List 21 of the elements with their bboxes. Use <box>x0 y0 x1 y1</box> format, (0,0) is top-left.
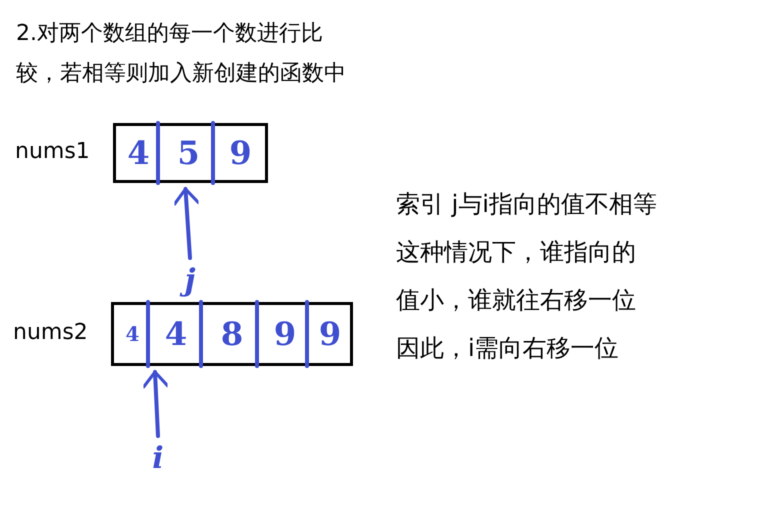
explanation-text: 值小，谁就往右移一位 <box>396 285 636 316</box>
array-box <box>111 302 353 366</box>
heading: 2.对两个数组的每一个数进行比较，若相等则加入新创建的函数中 <box>16 20 347 88</box>
arrow <box>142 370 170 438</box>
arrow <box>172 187 200 260</box>
array-cell-value: 4 <box>116 126 161 180</box>
explanation-text: 因此，i需向右移一位 <box>396 333 619 364</box>
array-name: nums2 <box>13 320 88 345</box>
array-cell-value: 5 <box>161 126 216 180</box>
explanation-text: 索引 j与i指向的值不相等 <box>396 189 657 220</box>
array-cell-value: 9 <box>216 126 265 180</box>
array-cell-value: 4 <box>151 305 201 363</box>
array-cell-value: 9 <box>260 305 310 363</box>
pointer-label: i <box>143 440 173 476</box>
array-box <box>113 123 268 183</box>
array-name: nums1 <box>15 139 90 164</box>
array-cell-value: 4 <box>114 305 151 363</box>
pointer-label: j <box>175 262 205 298</box>
array-cell-value: 9 <box>310 305 350 363</box>
explanation-text: 这种情况下，谁指向的 <box>396 237 636 268</box>
array-cell-value: 8 <box>204 305 260 363</box>
